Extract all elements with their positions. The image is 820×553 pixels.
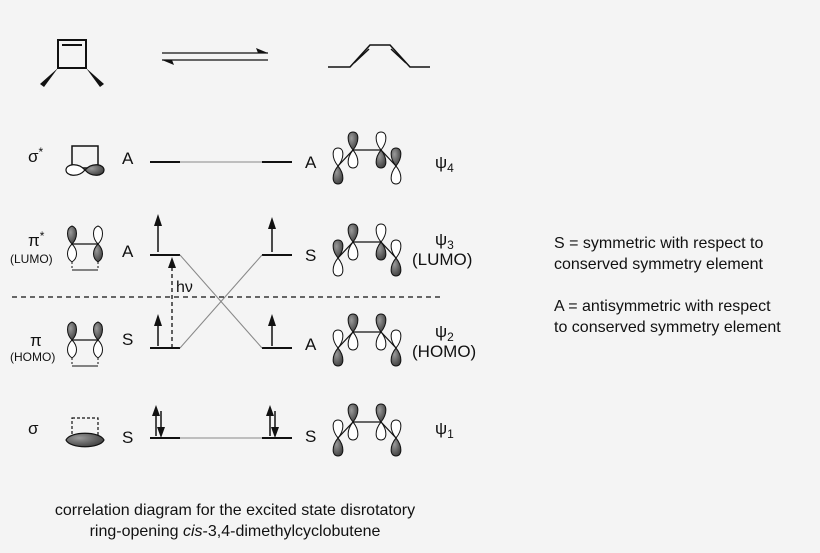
excitation-label: hν	[176, 279, 193, 296]
p-lobe	[375, 331, 387, 351]
right-sym-psi1: S	[305, 427, 316, 446]
caption-line1: correlation diagram for the excited stat…	[54, 502, 416, 519]
cyclobutene-structure	[40, 39, 104, 87]
mo-label-pi: π	[30, 331, 42, 350]
legend-s-line2: conserved symmetry element	[554, 256, 763, 273]
p-lobe	[347, 131, 359, 151]
p-lobe	[347, 331, 359, 351]
right-sym-psi4: A	[305, 153, 317, 172]
psi4-label: ψ4	[435, 153, 454, 175]
electron-arrows	[152, 214, 279, 438]
psi2-note: (HOMO)	[412, 342, 476, 361]
p-lobe	[332, 419, 344, 439]
p-lobe	[347, 149, 359, 169]
p-lobe	[375, 241, 387, 261]
mo-note-homo: (HOMO)	[10, 350, 55, 364]
mo-note-lumo: (LUMO)	[10, 252, 53, 266]
right-sym-psi2: A	[305, 335, 317, 354]
legend-symmetric: S = symmetric with respect to conserved …	[554, 233, 819, 275]
p-lobe	[375, 149, 387, 169]
excitation-arrow	[168, 257, 176, 348]
hexadiene-structure	[328, 44, 430, 68]
p-lobe	[390, 147, 402, 167]
caption-line2: ring-opening cis-3,4-dimethylcyclobutene	[89, 523, 381, 540]
mo-label-sigma: σ	[28, 419, 39, 438]
psi2-label: ψ2	[435, 322, 454, 344]
p-lobe	[375, 131, 387, 151]
p-lobe	[347, 421, 359, 441]
sigma-star-orbital-drawing	[65, 145, 105, 176]
p-lobe	[390, 347, 402, 367]
p-lobe	[332, 147, 344, 167]
p-lobe	[347, 403, 359, 423]
psi4-orbital-drawing	[332, 131, 402, 185]
p-lobe	[390, 239, 402, 259]
p-lobe	[332, 437, 344, 457]
p-lobe	[375, 403, 387, 423]
butadiene-orbitals	[332, 131, 402, 457]
legend-antisymmetric: A = antisymmetric with respect to conser…	[554, 296, 819, 338]
correlation-lines	[179, 161, 263, 439]
psi1-orbital-drawing	[332, 403, 402, 457]
p-lobe	[375, 223, 387, 243]
p-lobe	[332, 165, 344, 185]
p-lobe	[347, 223, 359, 243]
psi3-orbital-drawing	[332, 223, 402, 277]
p-lobe	[390, 419, 402, 439]
equilibrium-arrows	[162, 48, 268, 65]
legend-s-line1: S = symmetric with respect to	[554, 235, 764, 252]
energy-levels	[150, 161, 292, 439]
p-lobe	[390, 257, 402, 277]
p-lobe	[375, 421, 387, 441]
p-lobe	[390, 165, 402, 185]
left-sym-sigma: S	[122, 428, 133, 447]
p-lobe	[390, 437, 402, 457]
psi1-label: ψ1	[435, 419, 454, 441]
left-sym-pi-star: A	[122, 242, 134, 261]
legend-a-line1: A = antisymmetric with respect	[554, 298, 771, 315]
sigma-orbital-drawing	[65, 417, 105, 448]
psi2-orbital-drawing	[332, 313, 402, 367]
p-lobe	[347, 241, 359, 261]
mo-label-sigma-star: σ*	[28, 145, 44, 166]
mo-label-pi-star: π*	[28, 229, 45, 250]
p-lobe	[332, 239, 344, 259]
p-lobe	[390, 329, 402, 349]
pi-star-orbital-drawing	[67, 225, 103, 271]
psi3-label: ψ3	[435, 230, 454, 252]
left-sym-sigma-star: A	[122, 149, 134, 168]
p-lobe	[347, 313, 359, 333]
right-sym-psi3: S	[305, 246, 316, 265]
left-sym-pi: S	[122, 330, 133, 349]
legend-a-line2: to conserved symmetry element	[554, 319, 781, 336]
psi3-note: (LUMO)	[412, 250, 472, 269]
mo-labels: σ* π* (LUMO) π (HOMO) σ	[10, 145, 55, 438]
p-lobe	[332, 257, 344, 277]
pi-orbital-drawing	[67, 321, 103, 367]
diagram-caption: correlation diagram for the excited stat…	[0, 500, 470, 542]
p-lobe	[332, 347, 344, 367]
p-lobe	[332, 329, 344, 349]
p-lobe	[375, 313, 387, 333]
